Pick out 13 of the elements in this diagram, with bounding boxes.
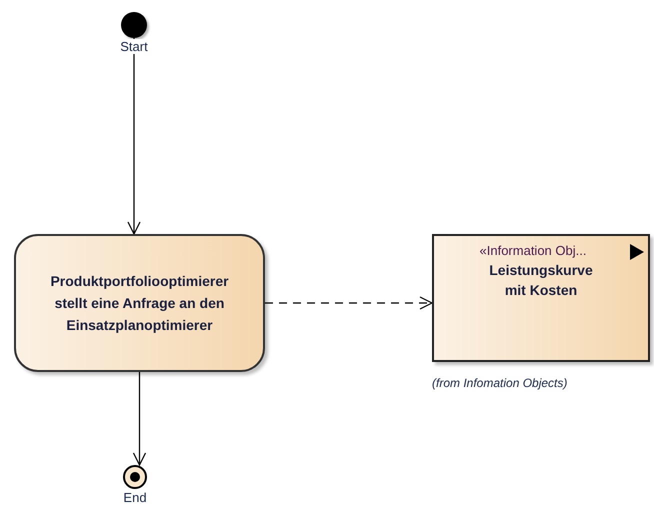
node-caption: Start (119, 39, 149, 54)
arrow (132, 372, 146, 466)
arrow (127, 38, 141, 235)
arrow (265, 296, 433, 310)
action-label: Produktportfoliooptimierer stellt eine Anfrage an den Einsatzplanoptimierer (49, 272, 230, 335)
object-box (432, 234, 650, 362)
action-box (14, 234, 265, 372)
end-node (123, 465, 147, 489)
node-caption: End (122, 490, 148, 505)
object-name: Leistungskurve mit Kosten (488, 261, 594, 300)
source-note: (from Infomation Objects) (432, 375, 568, 392)
stereotype-label: «Information Obj... (478, 242, 588, 260)
start-node (121, 12, 147, 38)
